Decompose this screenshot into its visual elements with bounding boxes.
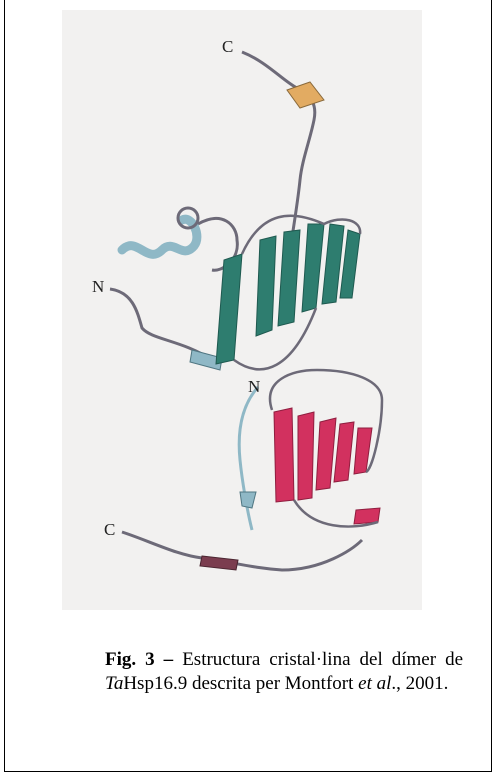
caption-etal: et al xyxy=(358,673,391,694)
n-terminal-coil-mid xyxy=(239,387,258,530)
figure-caption: Fig. 3 – Estructura cristal·lina del dím… xyxy=(105,648,463,696)
caption-species: Ta xyxy=(105,673,123,694)
label-n-mid: N xyxy=(248,377,260,396)
n-terminal-coil-left xyxy=(110,289,212,360)
c-terminal-coil-top xyxy=(242,52,315,250)
label-n-left: N xyxy=(92,277,104,296)
label-c-top: C xyxy=(222,37,233,56)
label-c-bottom: C xyxy=(104,520,115,539)
pink-beta-sheet xyxy=(274,408,380,524)
caption-dash: – xyxy=(155,649,183,670)
caption-text-1: Estructura cristal·lina del dímer de xyxy=(182,649,463,670)
light-blue-strand xyxy=(240,492,256,508)
protein-structure-figure: C N N C xyxy=(62,10,422,610)
c-terminal-coil-bottom xyxy=(122,532,362,570)
caption-protein: Hsp16.9 descrita per Montfort xyxy=(123,673,358,694)
helix-light-blue xyxy=(122,219,197,254)
caption-text-2: ., 2001. xyxy=(391,673,448,694)
brown-strand xyxy=(200,556,238,570)
caption-fig-number: Fig. 3 xyxy=(105,649,155,670)
ribbon-diagram: C N N C xyxy=(62,10,422,610)
